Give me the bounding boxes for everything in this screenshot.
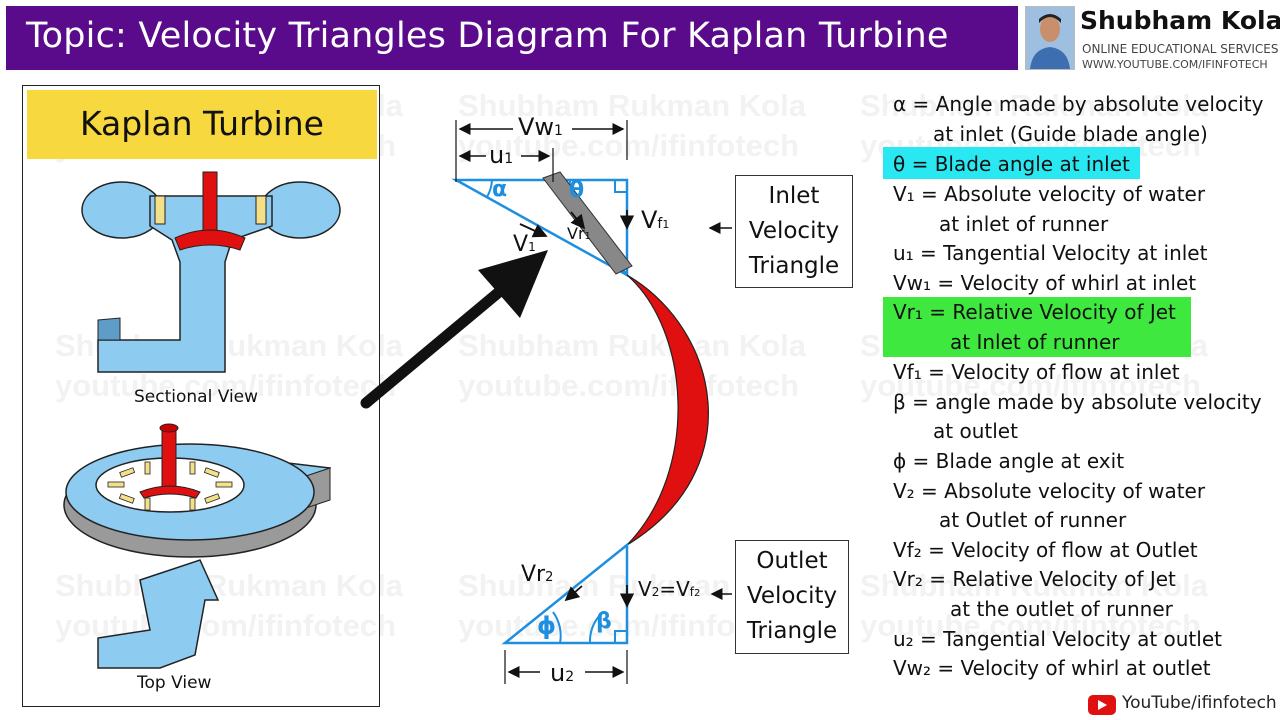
page-title: Topic: Velocity Triangles Diagram For Ka…	[26, 16, 949, 56]
inlet-box-line: Velocity	[748, 218, 840, 244]
definition-vw2: Vw₂ = Velocity of whirl at outlet	[893, 656, 1211, 680]
definition-theta: θ = Blade angle at inlet	[893, 152, 1130, 176]
definition-vr2: Vr₂ = Relative Velocity of Jet	[893, 567, 1176, 591]
theta-highlight	[883, 147, 1140, 179]
vf1-label: Vf1	[641, 206, 670, 234]
brand-block: Shubham Kola ONLINE EDUCATIONAL SERVICES…	[1022, 4, 1280, 72]
definition-alpha-cont: at inlet (Guide blade angle)	[933, 122, 1208, 146]
definition-v2-cont: at Outlet of runner	[939, 508, 1127, 532]
v2-vf2-label: V2=Vf2	[638, 577, 701, 601]
youtube-channel-link[interactable]: YouTube/ifinfotech	[1122, 693, 1277, 713]
vr1-highlight	[883, 297, 1191, 357]
vr2-label: Vr2	[521, 562, 554, 587]
phi-label: ϕ	[537, 612, 557, 640]
outlet-velocity-triangle-box: Outlet Velocity Triangle	[735, 540, 849, 654]
alpha-label: α	[492, 177, 508, 202]
title-bar: Topic: Velocity Triangles Diagram For Ka…	[6, 6, 1018, 70]
u1-label: u1	[489, 141, 514, 169]
vr1-label: Vr1	[567, 224, 591, 243]
definition-vw1: Vw₁ = Velocity of whirl at inlet	[893, 271, 1197, 295]
inlet-box-line: Triangle	[748, 253, 840, 279]
kaplan-turbine-title: Kaplan Turbine	[80, 104, 324, 143]
definition-phi: ϕ = Blade angle at exit	[893, 449, 1125, 473]
inlet-velocity-triangle-box: Inlet Velocity Triangle	[735, 175, 853, 288]
avatar	[1025, 6, 1075, 70]
inlet-dimension-lines	[455, 120, 628, 182]
v1-label: V1	[513, 232, 536, 257]
sectional-view-caption: Sectional View	[134, 387, 259, 407]
inlet-velocity-triangle	[451, 171, 635, 278]
definition-v1: V₁ = Absolute velocity of water	[893, 182, 1206, 206]
outlet-box-line: Triangle	[746, 618, 838, 644]
definition-vf1: Vf₁ = Velocity of flow at inlet	[893, 360, 1180, 384]
top-view-drawing	[63, 423, 332, 669]
definition-beta: β = angle made by absolute velocity	[893, 390, 1262, 414]
youtube-icon	[1088, 695, 1116, 715]
vw1-label: Vw1	[518, 113, 563, 141]
brand-name: Shubham Kola	[1080, 6, 1280, 35]
definition-v2: V₂ = Absolute velocity of water	[893, 479, 1206, 503]
outlet-velocity-triangle	[501, 542, 635, 645]
theta-label: θ	[569, 178, 585, 203]
definition-u1: u₁ = Tangential Velocity at inlet	[893, 241, 1208, 265]
brand-tagline: ONLINE EDUCATIONAL SERVICES	[1082, 42, 1279, 56]
definition-vr1-cont: at Inlet of runner	[950, 330, 1120, 354]
u2-label: u2	[550, 659, 575, 687]
definition-alpha: α = Angle made by absolute velocity	[893, 92, 1264, 116]
pointer-arrow	[360, 250, 548, 409]
top-view-caption: Top View	[137, 673, 212, 693]
outlet-box-line: Outlet	[756, 548, 828, 574]
definition-vf2: Vf₂ = Velocity of flow at Outlet	[893, 538, 1198, 562]
beta-label: β	[596, 609, 612, 634]
runner-blade	[626, 274, 709, 546]
definition-beta-cont: at outlet	[933, 419, 1018, 443]
outlet-box-line: Velocity	[746, 583, 838, 609]
definition-v1-cont: at inlet of runner	[939, 212, 1109, 236]
kaplan-turbine-label: Kaplan Turbine	[27, 90, 377, 159]
definition-vr1: Vr₁ = Relative Velocity of Jet	[893, 300, 1176, 324]
inlet-box-line: Inlet	[768, 183, 820, 209]
sectional-view-drawing	[81, 171, 341, 373]
definition-u2: u₂ = Tangential Velocity at outlet	[893, 627, 1222, 651]
outlet-dimension-lines	[504, 650, 628, 684]
brand-url: WWW.YOUTUBE.COM/IFINFOTECH	[1082, 58, 1268, 71]
definition-vr2-cont: at the outlet of runner	[950, 597, 1173, 621]
